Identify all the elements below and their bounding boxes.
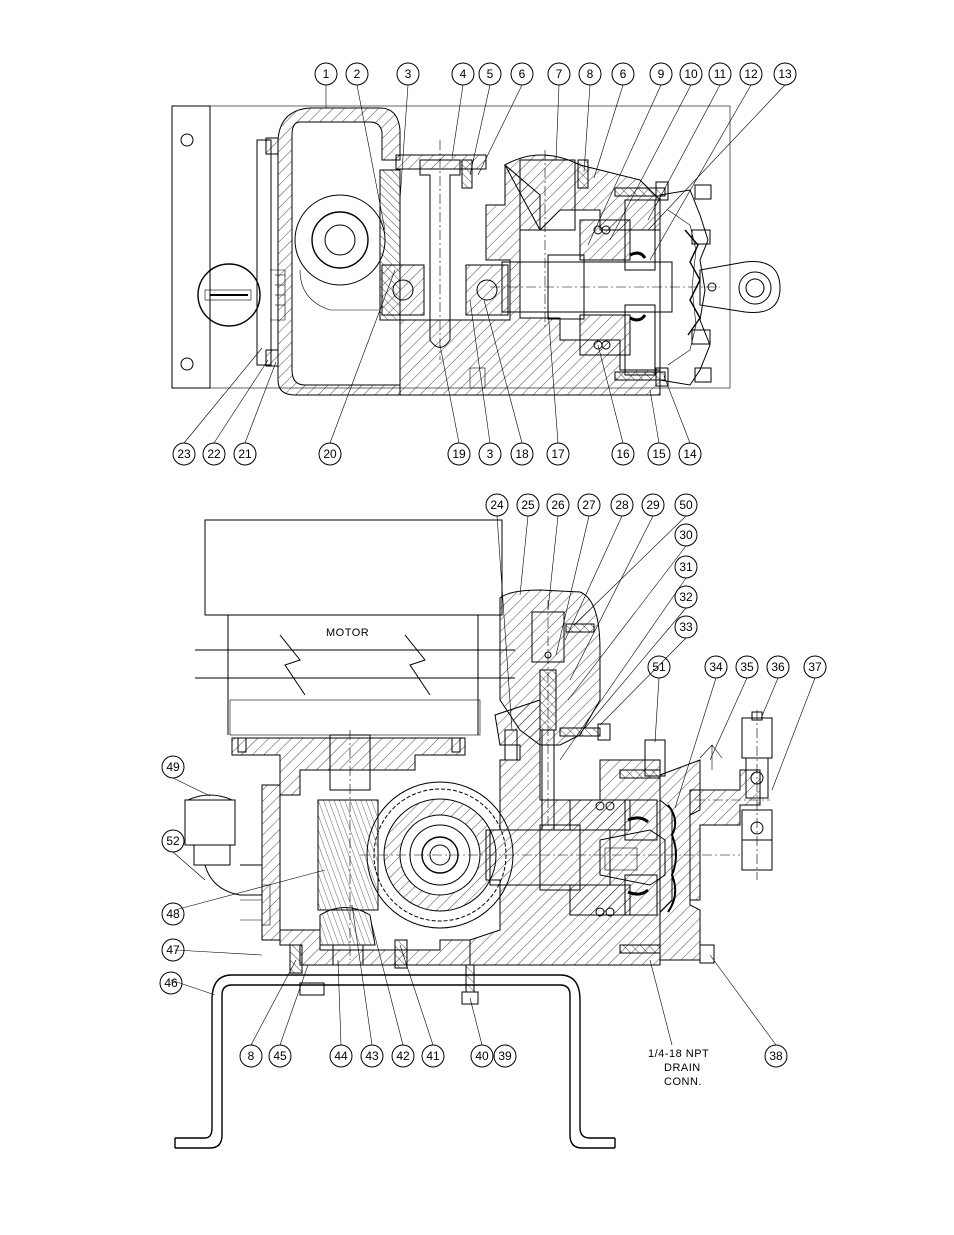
- callout: 42: [396, 1049, 410, 1063]
- callout: 30: [679, 528, 693, 542]
- callout: 11: [714, 67, 727, 81]
- top-callouts-bottom-row: 23 22 21 20 19 3 18 17 16 15 14: [172, 442, 702, 466]
- callout: 2: [354, 67, 361, 81]
- drain-label-line3: CONN.: [664, 1076, 702, 1088]
- callout: 28: [615, 498, 629, 512]
- bottom-section-view: MOTOR: [174, 519, 773, 1149]
- callout: 25: [521, 498, 535, 512]
- callout: 52: [166, 834, 180, 848]
- callout: 49: [166, 760, 180, 774]
- bottom-callouts-left-column: 49 52 48 47 46: [159, 755, 185, 995]
- callout: 44: [334, 1049, 348, 1063]
- callout: 40: [475, 1049, 489, 1063]
- callout: 51: [652, 660, 666, 674]
- callout: 20: [323, 447, 337, 461]
- callout: 8: [248, 1049, 255, 1063]
- callout: 39: [498, 1049, 512, 1063]
- callout: 31: [679, 560, 693, 574]
- top-callouts-row: 1 2 3 4 5 6 7 8 6 9 10 11 12 13: [314, 62, 797, 86]
- callout: 43: [365, 1049, 379, 1063]
- callout: 38: [769, 1049, 783, 1063]
- callout: 7: [556, 67, 563, 81]
- callout: 3: [487, 447, 494, 461]
- callout: 3: [405, 67, 412, 81]
- callout: 6: [620, 67, 627, 81]
- callout: 35: [740, 660, 754, 674]
- callout: 23: [177, 447, 191, 461]
- callout: 22: [207, 447, 221, 461]
- callout: 37: [808, 660, 822, 674]
- callout: 27: [582, 498, 596, 512]
- callout: 6: [519, 67, 526, 81]
- motor-label: MOTOR: [326, 627, 369, 639]
- bottom-callouts-bottom-row: 8 45 44 43 42 41 40 39 38: [239, 1044, 788, 1068]
- callout: 14: [683, 447, 697, 461]
- callout: 32: [679, 590, 693, 604]
- callout: 41: [426, 1049, 440, 1063]
- callout: 13: [778, 67, 792, 81]
- callout: 19: [452, 447, 466, 461]
- callout: 9: [658, 67, 665, 81]
- drain-connection-label: 1/4-18 NPT DRAIN CONN.: [648, 1048, 709, 1088]
- callout: 1: [323, 67, 330, 81]
- callout: 45: [273, 1049, 287, 1063]
- top-leader-lines: [183, 84, 786, 444]
- callout: 50: [679, 498, 693, 512]
- callout: 36: [771, 660, 785, 674]
- bottom-leader-lines: [170, 515, 816, 1046]
- callout: 16: [616, 447, 630, 461]
- callout: 4: [460, 67, 467, 81]
- drain-label-line2: DRAIN: [664, 1062, 701, 1074]
- callout: 48: [166, 907, 180, 921]
- callout: 18: [515, 447, 529, 461]
- callout: 24: [490, 498, 504, 512]
- callout: 12: [744, 67, 758, 81]
- callout: 46: [164, 976, 178, 990]
- callout: 15: [652, 447, 666, 461]
- callout: 8: [587, 67, 594, 81]
- callout: 5: [487, 67, 494, 81]
- callout: 47: [166, 943, 180, 957]
- callout: 33: [679, 620, 693, 634]
- top-section-view: [171, 105, 781, 396]
- drain-label-line1: 1/4-18 NPT: [648, 1048, 709, 1060]
- bottom-callouts-top-row: 24 25 26 27 28 29 50 30 31 32 33 51 34 3…: [485, 493, 827, 679]
- callout: 17: [551, 447, 565, 461]
- callout: 21: [238, 447, 252, 461]
- callout: 10: [684, 67, 698, 81]
- callout: 29: [646, 498, 660, 512]
- callout: 34: [709, 660, 723, 674]
- callout: 26: [551, 498, 565, 512]
